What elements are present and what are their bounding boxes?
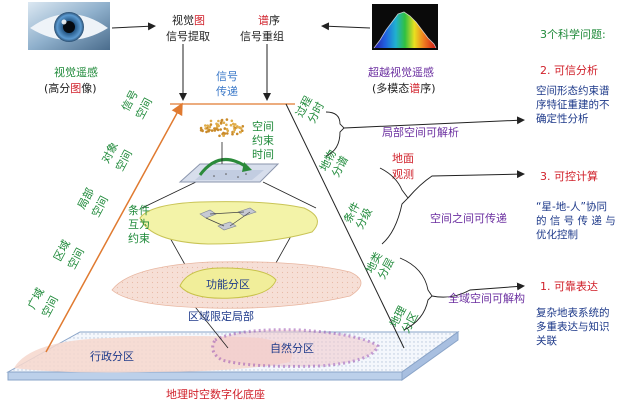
signal-dot bbox=[213, 129, 217, 132]
signal-dot bbox=[229, 123, 233, 127]
q2-desc-3: 确定性分析 bbox=[536, 112, 589, 125]
q2-desc-1: 空间形态约束谱 bbox=[536, 84, 610, 97]
eye-photo-icon bbox=[28, 2, 110, 50]
beyond-perception-line2: (多模态谱序) bbox=[372, 81, 436, 95]
spectrum-to-signal-arrow bbox=[321, 22, 371, 31]
digital-base-platform bbox=[6, 328, 460, 381]
ground-observation-line2: 观测 bbox=[392, 168, 414, 181]
functional-zone-label: 功能分区 bbox=[206, 277, 250, 291]
signal-dot bbox=[201, 129, 204, 133]
signal-dot bbox=[207, 129, 210, 133]
signal-dot bbox=[236, 125, 239, 128]
signal-dot bbox=[232, 122, 235, 126]
signal-dot bbox=[216, 123, 220, 126]
signal-dot bbox=[225, 123, 228, 127]
signal-dot bbox=[208, 125, 212, 129]
signal-dot bbox=[199, 126, 203, 130]
signal-dot bbox=[239, 130, 242, 134]
region-limited-local-label: 区域限定局部 bbox=[188, 309, 254, 323]
natural-zone-label: 自然分区 bbox=[270, 341, 314, 355]
admin-zone-label: 行政分区 bbox=[90, 349, 134, 363]
regional-layer bbox=[111, 261, 362, 309]
signal-dot bbox=[206, 124, 209, 127]
signal-dot bbox=[226, 132, 229, 135]
spectrum-signal-line2: 信号重组 bbox=[240, 29, 284, 43]
q3-desc-2: 的 信 号 传 递 与 bbox=[536, 214, 616, 227]
signal-dot bbox=[222, 131, 225, 135]
arrow-to-q3 bbox=[407, 170, 525, 199]
base-label: 地理时空数字化底座 bbox=[166, 387, 265, 401]
q2-title: 2. 可信分析 bbox=[540, 63, 598, 77]
visual-perception-line2: (高分图像) bbox=[44, 81, 97, 95]
local-interpretable-label: 局部空间可解析 bbox=[382, 125, 459, 139]
visual-signal-line1: 视觉图 bbox=[172, 13, 205, 27]
signal-dot bbox=[219, 128, 222, 131]
signal-dot bbox=[241, 125, 245, 128]
signal-dot bbox=[234, 123, 237, 126]
mutual-line1: 条件 bbox=[128, 203, 150, 217]
inner-line-2 bbox=[262, 181, 317, 209]
q3-desc-1: “星-地-人”协同 bbox=[536, 200, 607, 213]
q2-desc-2: 序特征重建的不 bbox=[536, 98, 610, 111]
natural-zone-outline bbox=[211, 328, 380, 368]
spectrum-curve-icon bbox=[372, 4, 438, 50]
spectrum-signal-line1: 谱序 bbox=[258, 13, 280, 27]
local-layer bbox=[139, 201, 318, 245]
signal-dot bbox=[238, 126, 242, 129]
arrow-to-q1 bbox=[431, 282, 525, 298]
signal-dot bbox=[230, 119, 234, 123]
signal-dot bbox=[215, 127, 218, 131]
transferable-label: 空间之间可传递 bbox=[430, 211, 507, 225]
q3-desc-3: 优化控制 bbox=[536, 228, 578, 241]
spacetime-line2: 约束 bbox=[252, 134, 274, 147]
signal-dot bbox=[232, 130, 236, 134]
q1-desc-2: 多重表达与知识 bbox=[536, 320, 610, 333]
signal-dot bbox=[220, 118, 224, 122]
signal-dot bbox=[218, 134, 221, 138]
signal-dot bbox=[204, 124, 207, 127]
global-interpretable-label: 全域空间可解构 bbox=[448, 291, 525, 305]
spacetime-line3: 时间 bbox=[252, 148, 274, 161]
signal-dot bbox=[235, 132, 239, 136]
signal-dot bbox=[209, 123, 213, 126]
signal-transfer-line1: 信号 bbox=[216, 70, 238, 83]
science-problems-title: 3个科学问题: bbox=[540, 27, 606, 41]
signal-dot bbox=[219, 121, 223, 125]
signal-dot bbox=[222, 134, 225, 137]
q1-desc-1: 复杂地表系统的 bbox=[536, 306, 610, 319]
signal-dot bbox=[210, 129, 214, 132]
q3-title: 3. 可控计算 bbox=[540, 169, 598, 183]
inner-line-1 bbox=[141, 181, 197, 209]
signal-dot bbox=[233, 128, 236, 131]
signal-dot bbox=[241, 129, 244, 132]
signal-transfer-line2: 传递 bbox=[216, 84, 238, 98]
signal-dot bbox=[217, 119, 220, 123]
object-plate bbox=[178, 158, 280, 183]
signal-dot bbox=[223, 127, 227, 130]
arrow-to-q2 bbox=[343, 116, 525, 129]
beyond-perception-line1: 超越视觉遥感 bbox=[368, 65, 434, 79]
right-pyramid-edge bbox=[285, 103, 405, 349]
signal-dot bbox=[209, 119, 213, 123]
visual-perception-line1: 视觉遥感 bbox=[54, 65, 98, 79]
spacetime-line1: 空间 bbox=[252, 119, 274, 133]
left-orange-edge bbox=[45, 102, 183, 353]
eye-to-visual-arrow bbox=[111, 22, 156, 31]
mutual-line3: 约束 bbox=[128, 232, 150, 245]
signal-cloud bbox=[199, 118, 245, 138]
signal-dot bbox=[222, 121, 226, 124]
visual-signal-line2: 信号提取 bbox=[166, 30, 210, 43]
q1-desc-3: 关联 bbox=[536, 334, 557, 347]
mutual-line2: 互为 bbox=[128, 218, 150, 231]
signal-dot bbox=[225, 118, 229, 121]
functional-zone-area bbox=[179, 267, 277, 299]
signal-dot bbox=[205, 130, 208, 134]
signal-dot bbox=[231, 132, 234, 136]
ground-observation-line1: 地面 bbox=[392, 152, 414, 165]
q1-title: 1. 可靠表达 bbox=[540, 279, 598, 293]
signal-dot bbox=[225, 127, 229, 131]
